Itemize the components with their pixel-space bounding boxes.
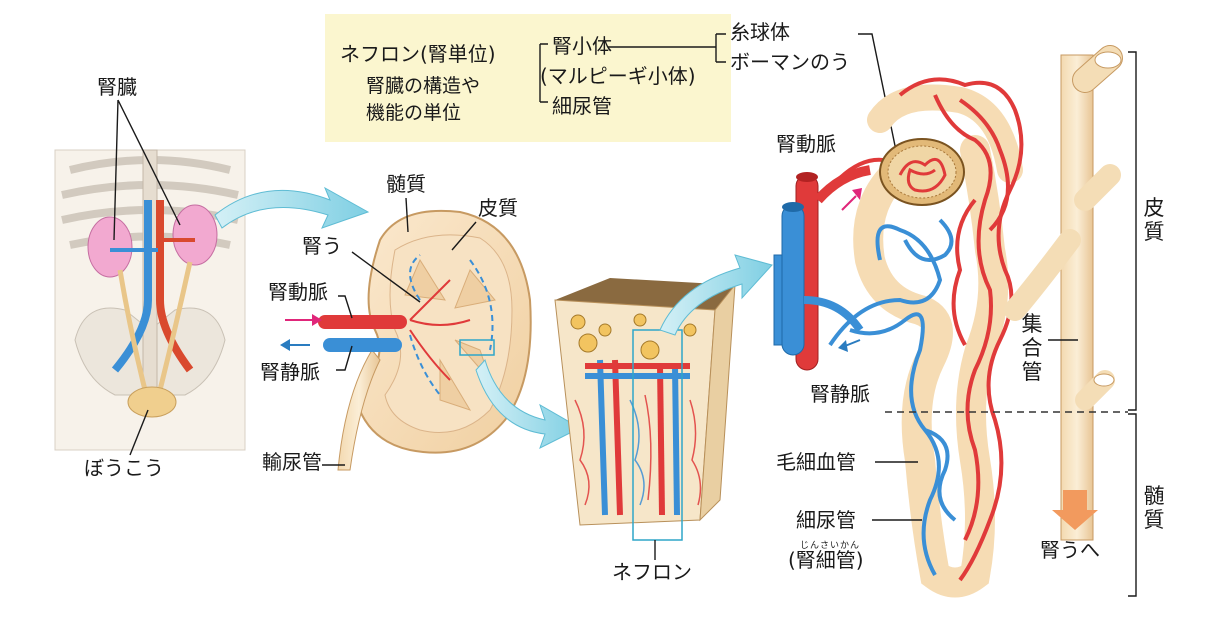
label-right-cortex: 皮質: [1143, 196, 1165, 244]
legend-bowman: ボーマンのう: [730, 50, 850, 74]
tissue-block: [554, 278, 736, 560]
arrow-2: [475, 359, 582, 450]
label-block-nephron: ネフロン: [612, 560, 692, 584]
label-detail-tubule: 細尿管: [796, 508, 856, 532]
legend-glomerulus: 糸球体: [730, 20, 790, 44]
legend-nephron-label: ネフロン(腎単位): [340, 42, 496, 66]
legend-malpighi: (マルピーギ小体): [540, 64, 696, 88]
label-detail-renal-vein: 腎静脈: [810, 382, 870, 406]
label-detail-renal-artery: 腎動脈: [776, 132, 836, 156]
label-collecting-duct: 集合管: [1021, 312, 1043, 384]
arrow-1: [214, 186, 370, 229]
legend-nephron-desc-1: 腎臓の構造や: [366, 75, 481, 97]
label-cortex: 皮質: [478, 196, 518, 220]
legend-nephron-desc-2: 機能の単位: [366, 102, 462, 124]
label-right-medulla: 髄質: [1143, 484, 1165, 532]
label-kidney-tubule: (腎細管): [788, 548, 864, 572]
legend-tubule: 細尿管: [552, 94, 612, 118]
label-capillary: 毛細血管: [776, 450, 856, 474]
legend-box: [325, 14, 731, 142]
legend-renal-corpuscle: 腎小体: [552, 34, 612, 58]
nephron-detail: [773, 45, 1137, 598]
label-pelvis: 腎う: [302, 234, 342, 258]
label-ureter: 輸尿管: [262, 450, 322, 474]
arrow-3: [659, 254, 773, 336]
label-renal-vein: 腎静脈: [260, 360, 320, 384]
label-to-pelvis: 腎うへ: [1040, 538, 1100, 562]
label-renal-artery: 腎動脈: [268, 280, 328, 304]
label-bladder: ぼうこう: [84, 456, 164, 480]
ruby-kidney-tubule: じんさいかん: [800, 541, 861, 551]
label-kidney: 腎臓: [97, 75, 137, 99]
label-medulla: 髄質: [386, 172, 426, 196]
torso-illustration: [54, 99, 246, 456]
